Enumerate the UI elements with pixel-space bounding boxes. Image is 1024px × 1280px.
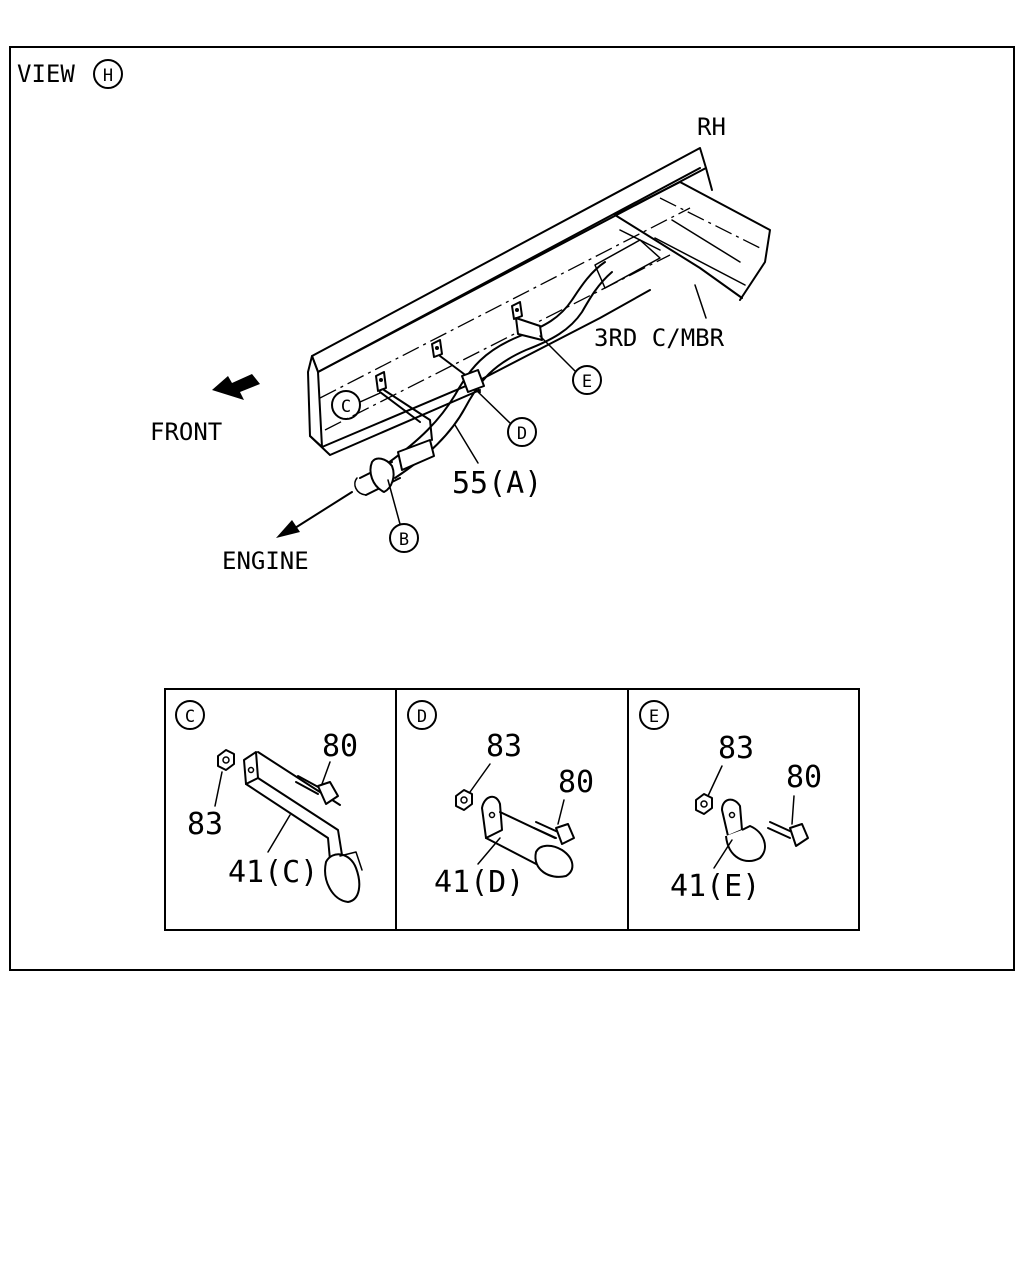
callout-e: E bbox=[539, 335, 602, 395]
rh-label: RH bbox=[697, 113, 726, 141]
detail-d-bolt: 80 bbox=[558, 765, 594, 800]
bolt-icon bbox=[533, 821, 575, 845]
callout-e-letter: E bbox=[582, 372, 592, 392]
bracket-d-on-rail bbox=[431, 339, 485, 393]
clamp-b bbox=[369, 439, 435, 493]
callout-d: D bbox=[475, 389, 537, 447]
detail-c-nut: 83 bbox=[187, 807, 223, 842]
frame-rail bbox=[307, 147, 713, 456]
outer-frame bbox=[9, 46, 1015, 971]
callout-d-letter: D bbox=[517, 424, 527, 444]
nut-icon bbox=[455, 789, 473, 811]
detail-c: C 80 83 41(C) bbox=[175, 700, 363, 903]
callout-c: C bbox=[331, 390, 381, 420]
detail-e-nut: 83 bbox=[718, 731, 754, 766]
view-label: VIEW bbox=[17, 60, 75, 88]
callout-b: B bbox=[387, 479, 419, 553]
detail-c-bolt: 80 bbox=[322, 729, 358, 764]
bolt-icon bbox=[767, 821, 809, 847]
engine-arrow bbox=[276, 491, 353, 538]
front-label: FRONT bbox=[150, 418, 222, 446]
detail-e: E 83 80 41(E) bbox=[639, 700, 822, 904]
detail-d: D 83 80 41(D) bbox=[407, 700, 594, 900]
part-55a-label: 55(A) bbox=[452, 466, 542, 501]
front-arrow bbox=[212, 374, 260, 400]
engine-label: ENGINE bbox=[222, 547, 309, 575]
pipe-55a bbox=[354, 261, 613, 496]
detail-d-clamp: 41(D) bbox=[434, 865, 524, 900]
bracket-e-on-rail bbox=[511, 301, 543, 341]
detail-d-nut: 83 bbox=[486, 729, 522, 764]
callout-b-letter: B bbox=[399, 530, 409, 550]
bracket-c-on-rail bbox=[375, 371, 433, 441]
detail-e-clamp: 41(E) bbox=[670, 869, 760, 904]
view-letter: H bbox=[103, 66, 113, 86]
detail-e-letter: E bbox=[649, 707, 659, 727]
detail-panels bbox=[164, 688, 860, 931]
third-crossmember-label: 3RD C/MBR bbox=[594, 324, 725, 352]
detail-c-letter: C bbox=[185, 707, 195, 727]
third-crossmember bbox=[594, 181, 771, 301]
detail-c-clamp: 41(C) bbox=[228, 855, 318, 890]
view-letter-callout: H bbox=[93, 59, 123, 89]
bolt-icon bbox=[295, 775, 339, 805]
nut-icon bbox=[217, 749, 235, 771]
detail-d-letter: D bbox=[417, 707, 427, 727]
nut-icon bbox=[695, 793, 713, 815]
detail-e-bolt: 80 bbox=[786, 760, 822, 795]
callout-c-letter: C bbox=[341, 397, 351, 417]
